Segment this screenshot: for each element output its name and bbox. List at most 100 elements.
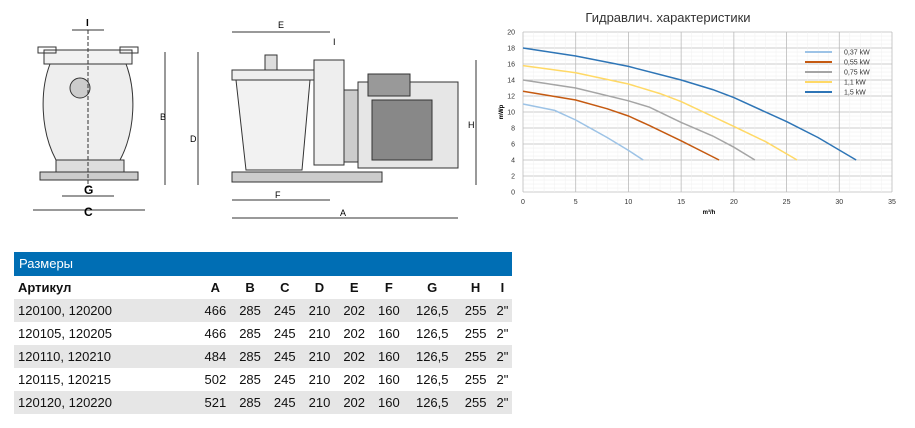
table-cell: 160: [371, 391, 407, 414]
y-axis-label: mWp: [499, 104, 505, 119]
table-cell: 202: [336, 391, 372, 414]
column-header: G: [427, 280, 438, 295]
table-cell: 126,5: [406, 391, 459, 414]
table-cell: 210: [308, 372, 331, 387]
x-tick-label: 25: [783, 199, 791, 206]
dim-label-d: D: [190, 134, 197, 144]
table-cell: 255: [458, 345, 493, 368]
table-cell: 202: [343, 326, 366, 341]
series-line: [522, 103, 644, 161]
legend-label: 1,1 kW: [844, 80, 866, 87]
x-axis-label: m³/h: [703, 209, 716, 216]
x-tick-label: 30: [835, 199, 843, 206]
table-cell: 2": [496, 326, 509, 341]
pump-side-view: [164, 31, 477, 219]
dim-label-f: F: [275, 190, 281, 200]
x-tick-label: 15: [677, 199, 685, 206]
table-cell: 126,5: [415, 372, 449, 387]
legend-label: 0,75 kW: [844, 70, 870, 77]
column-header: H: [470, 280, 481, 295]
y-tick-label: 6: [511, 142, 515, 149]
table-cell: 120120, 120220: [14, 391, 198, 414]
y-tick-label: 0: [511, 190, 515, 197]
y-tick-label: 2: [511, 174, 515, 181]
table-cell: 285: [239, 372, 261, 387]
dim-label-h: H: [468, 120, 475, 130]
hydraulic-chart: Гидравлич. характеристики mWp m³/h 0 5 10 1…: [499, 10, 896, 216]
column-header: B: [245, 280, 255, 295]
table-cell: 466: [204, 326, 227, 341]
table-cell: 245: [267, 391, 303, 414]
dim-label-e: E: [278, 20, 284, 30]
table-row: 120105, 120205 466 285 245 210 202 160 126,5 255…: [14, 322, 512, 345]
column-header: F: [384, 280, 393, 295]
table-cell: 2": [492, 299, 512, 322]
table-cell: 210: [308, 326, 331, 341]
table-cell: 160: [378, 326, 400, 341]
table-cell: 120105, 120205: [18, 326, 112, 341]
table-cell: 120100, 120200: [14, 299, 198, 322]
pump-drawing: I G C E I B D H F A: [33, 18, 477, 219]
dim-label-b: B: [160, 112, 166, 122]
table-cell: 210: [302, 345, 337, 368]
table-cell: 285: [232, 391, 268, 414]
table-cell: 202: [336, 345, 372, 368]
dim-label-a: A: [340, 208, 346, 218]
y-tick-label: 10: [507, 110, 515, 117]
column-header: A: [210, 280, 221, 295]
column-header: I: [500, 280, 505, 295]
table-cell: 202: [343, 372, 366, 387]
x-tick-label: 0: [521, 199, 525, 206]
table-cell: 245: [273, 372, 296, 387]
column-header: Артикул: [18, 280, 72, 295]
x-tick-label: 5: [574, 199, 578, 206]
table-cell: 255: [464, 326, 487, 341]
table-cell: 126,5: [415, 326, 449, 341]
pump-front-view: [33, 29, 145, 211]
table-cell: 160: [371, 299, 407, 322]
series-line: [522, 64, 798, 161]
y-tick-label: 18: [507, 46, 515, 53]
table-cell: 502: [204, 372, 227, 387]
dim-label-i: I: [86, 18, 89, 29]
table-row: 120115, 120215 502 285 245 210 202 160 126,5 255…: [14, 368, 512, 391]
dim-label-g: G: [84, 183, 93, 197]
table-cell: 126,5: [406, 345, 459, 368]
y-tick-label: 16: [507, 62, 515, 69]
table-cell: 120110, 120210: [14, 345, 198, 368]
legend-label: 0,37 kW: [844, 50, 870, 57]
dim-label-c: C: [84, 205, 93, 219]
table-cell: 255: [464, 372, 487, 387]
table-cell: 160: [371, 345, 407, 368]
legend-label: 0,55 kW: [844, 60, 870, 67]
y-tick-label: 14: [507, 78, 515, 85]
y-tick-label: 8: [511, 126, 515, 133]
table-cell: 285: [239, 326, 261, 341]
table-cell: 2": [496, 372, 509, 387]
table-cell: 521: [198, 391, 233, 414]
table-cell: 245: [273, 326, 296, 341]
legend-label: 1,5 kW: [844, 90, 866, 97]
table-cell: 210: [302, 299, 337, 322]
y-tick-label: 12: [507, 94, 515, 101]
table-cell: 2": [492, 391, 512, 414]
dim-label-i-side: I: [333, 37, 336, 47]
table-cell: 285: [232, 345, 268, 368]
table-cell: 120115, 120215: [18, 372, 112, 387]
table-title: Размеры: [14, 252, 512, 276]
table-cell: 2": [492, 345, 512, 368]
table-cell: 255: [458, 299, 493, 322]
table-cell: 245: [267, 299, 303, 322]
column-header: E: [349, 280, 359, 295]
column-header: D: [314, 280, 325, 295]
table-cell: 160: [378, 372, 400, 387]
table-cell: 245: [267, 345, 303, 368]
y-tick-label: 4: [511, 158, 515, 165]
y-tick-label: 20: [507, 30, 515, 37]
x-tick-label: 35: [888, 199, 896, 206]
chart-title: Гидравлич. характеристики: [585, 10, 750, 25]
